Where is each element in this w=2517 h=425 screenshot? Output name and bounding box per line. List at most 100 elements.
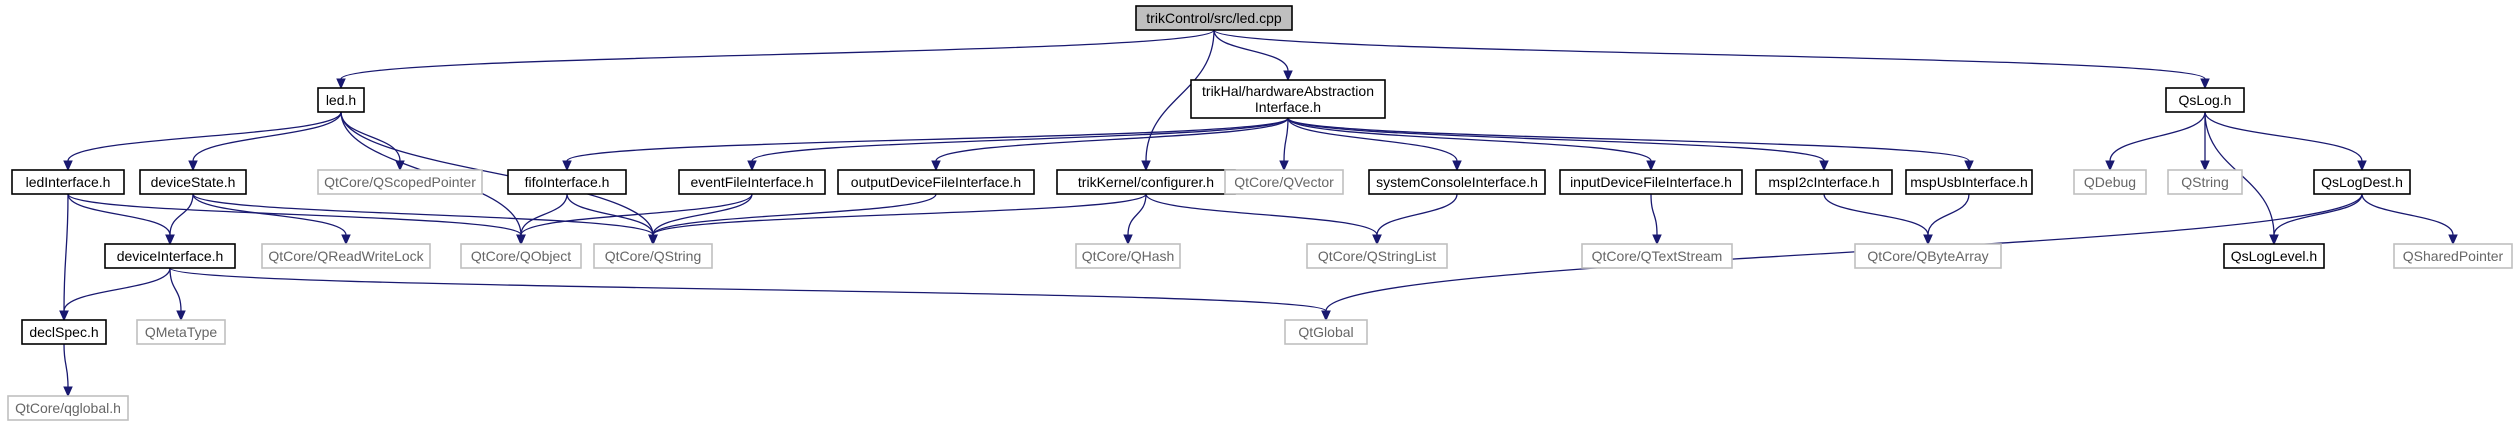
node-label: declSpec.h	[29, 324, 98, 340]
node-label: deviceInterface.h	[117, 248, 224, 264]
node-label: QSharedPointer	[2403, 248, 2504, 264]
node-led_h[interactable]: led.h	[317, 87, 365, 113]
node-mspi2c[interactable]: mspI2cInterface.h	[1755, 169, 1893, 195]
edge-led_h-to-ledinterface	[63, 111, 342, 172]
node-label: led.h	[326, 92, 356, 108]
node-qhash: QtCore/QHash	[1075, 243, 1181, 269]
node-label: QsLogDest.h	[2321, 174, 2403, 190]
node-label: QtCore/QScopedPointer	[324, 174, 476, 190]
node-outputfile[interactable]: outputDeviceFileInterface.h	[837, 169, 1035, 195]
node-label: QMetaType	[145, 324, 218, 340]
node-label: QsLogLevel.h	[2231, 248, 2317, 264]
node-box	[2073, 169, 2147, 195]
node-qtextstream: QtCore/QTextStream	[1581, 243, 1733, 269]
node-qslogdest[interactable]: QsLogDest.h	[2313, 169, 2411, 195]
node-box	[11, 169, 125, 195]
node-label: QtCore/QVector	[1234, 174, 1334, 190]
node-box	[2313, 169, 2411, 195]
node-box	[1056, 169, 1236, 195]
node-mspusb[interactable]: mspUsbInterface.h	[1905, 169, 2033, 195]
edge-hal-to-sysconsole	[1287, 117, 1462, 172]
edge-devicestate-to-deviceinterface	[165, 193, 194, 246]
node-label: QtCore/QStringList	[1318, 248, 1436, 264]
node-label: QtCore/QString	[605, 248, 701, 264]
node-label: deviceState.h	[151, 174, 236, 190]
edge-ledinterface-to-deviceinterface	[67, 193, 175, 246]
edge-hal-to-mspusb	[1287, 117, 1974, 172]
node-qmetatype: QMetaType	[136, 319, 226, 345]
node-devicestate[interactable]: deviceState.h	[139, 169, 247, 195]
node-box	[317, 169, 483, 195]
node-label: QtCore/qglobal.h	[15, 400, 121, 416]
node-qglobal_h: QtCore/qglobal.h	[7, 395, 129, 421]
node-box	[2167, 169, 2243, 195]
node-ledinterface[interactable]: ledInterface.h	[11, 169, 125, 195]
edge-configurer-to-qhash	[1123, 193, 1147, 246]
node-box	[1135, 5, 1293, 31]
edge-led_cpp-to-configurer	[1141, 29, 1215, 172]
edge-sysconsole-to-qstringlist	[1372, 193, 1458, 246]
node-sysconsole[interactable]: systemConsoleInterface.h	[1368, 169, 1546, 195]
edge-qslogdest-to-qsharedptr	[2361, 193, 2458, 246]
node-qstringlist: QtCore/QStringList	[1306, 243, 1448, 269]
node-eventfile[interactable]: eventFileInterface.h	[678, 169, 826, 195]
node-qbytearray: QtCore/QByteArray	[1854, 243, 2002, 269]
node-box	[1306, 243, 1448, 269]
edge-configurer-to-qstringlist	[1145, 193, 1382, 246]
node-label: eventFileInterface.h	[691, 174, 814, 190]
node-label: QtCore/QHash	[1082, 248, 1175, 264]
node-box	[678, 169, 826, 195]
edge-declspec-to-qglobal_h	[63, 343, 73, 398]
edge-hal-to-inputfile	[1287, 117, 1656, 172]
node-box	[593, 243, 713, 269]
node-box	[1559, 169, 1743, 195]
node-box	[104, 243, 236, 269]
edge-devicestate-to-qreadwritelock	[192, 193, 351, 246]
node-label: trikHal/hardwareAbstraction	[1202, 83, 1374, 99]
node-label: Interface.h	[1255, 99, 1321, 115]
node-box	[1368, 169, 1546, 195]
edge-inputfile-to-qtextstream	[1650, 193, 1662, 246]
node-qsloglevel[interactable]: QsLogLevel.h	[2223, 243, 2325, 269]
edge-deviceinterface-to-qtglobal	[169, 267, 1331, 322]
node-qslog[interactable]: QsLog.h	[2165, 87, 2245, 113]
node-inputfile[interactable]: inputDeviceFileInterface.h	[1559, 169, 1743, 195]
node-fifo[interactable]: fifoInterface.h	[507, 169, 627, 195]
node-configurer[interactable]: trikKernel/configurer.h	[1056, 169, 1236, 195]
edge-deviceinterface-to-qmetatype	[169, 267, 186, 322]
edge-hal-to-mspi2c	[1287, 117, 1829, 172]
node-qreadwritelock: QtCore/QReadWriteLock	[261, 243, 431, 269]
edge-deviceinterface-to-declspec	[59, 267, 171, 322]
node-label: inputDeviceFileInterface.h	[1570, 174, 1732, 190]
edge-configurer-to-qtcore_qstring	[648, 193, 1147, 246]
edge-mspusb-to-qbytearray	[1923, 193, 1970, 246]
node-label: QtCore/QReadWriteLock	[268, 248, 424, 264]
node-qdebug: QDebug	[2073, 169, 2147, 195]
edge-qslogdest-to-qsloglevel	[2269, 193, 2363, 246]
node-label: ledInterface.h	[26, 174, 111, 190]
node-label: QtCore/QObject	[471, 248, 571, 264]
node-deviceinterface[interactable]: deviceInterface.h	[104, 243, 236, 269]
node-led_cpp[interactable]: trikControl/src/led.cpp	[1135, 5, 1293, 31]
edge-hal-to-fifo	[562, 117, 1289, 172]
node-box	[1905, 169, 2033, 195]
node-box	[1075, 243, 1181, 269]
node-label: QtCore/QByteArray	[1867, 248, 1988, 264]
node-label: QDebug	[2084, 174, 2136, 190]
node-box	[2393, 243, 2513, 269]
node-qtglobal: QtGlobal	[1284, 319, 1368, 345]
node-declspec[interactable]: declSpec.h	[21, 319, 107, 345]
node-label: trikControl/src/led.cpp	[1146, 10, 1282, 26]
node-label: QtGlobal	[1298, 324, 1353, 340]
node-label: mspUsbInterface.h	[1910, 174, 2028, 190]
edge-hal-to-outputfile	[931, 117, 1289, 172]
edge-hal-to-eventfile	[747, 117, 1289, 172]
edge-qslogdest-to-qtglobal	[1321, 193, 2363, 322]
node-label: trikKernel/configurer.h	[1078, 174, 1214, 190]
node-qstring_plain: QString	[2167, 169, 2243, 195]
node-box	[1581, 243, 1733, 269]
node-box	[21, 319, 107, 345]
node-qsharedptr: QSharedPointer	[2393, 243, 2513, 269]
